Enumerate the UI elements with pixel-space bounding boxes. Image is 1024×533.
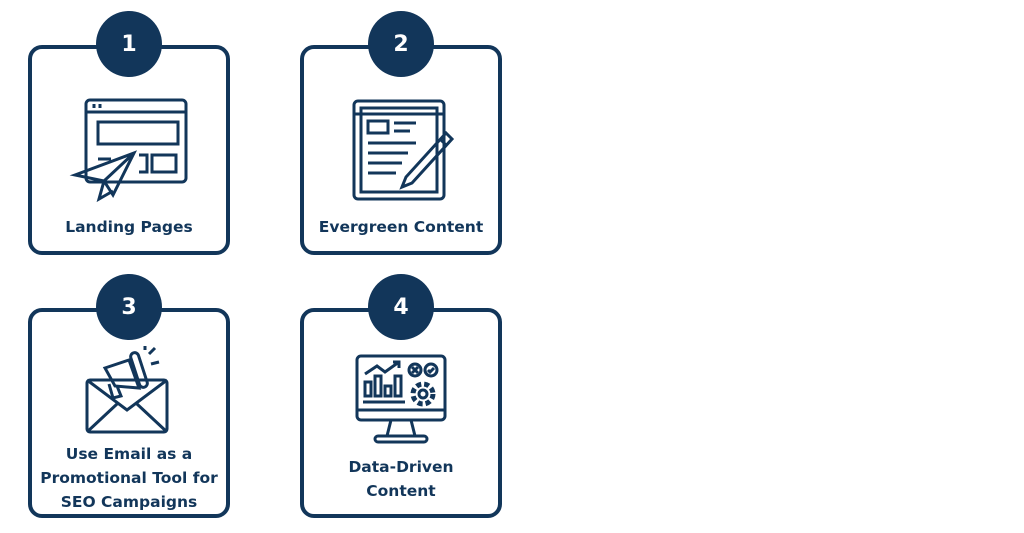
monitor-analytics-icon bbox=[355, 354, 447, 444]
label-line: Content bbox=[366, 482, 436, 500]
step-badge: 1 bbox=[96, 11, 162, 77]
card-evergreen-content: 2 Evergreen Content bbox=[300, 11, 502, 255]
step-badge: 3 bbox=[96, 274, 162, 340]
step-badge: 2 bbox=[368, 11, 434, 77]
document-pencil-icon bbox=[352, 99, 455, 201]
card-data-driven-content: 4 Data-Driven Content bbox=[300, 274, 502, 518]
label-line: Data-Driven bbox=[348, 458, 454, 476]
label-line: Use Email as a bbox=[65, 445, 193, 463]
step-badge: 4 bbox=[368, 274, 434, 340]
card-label: Use Email as a Promotional Tool for SEO … bbox=[32, 442, 226, 514]
card-label: Landing Pages bbox=[65, 218, 193, 236]
label-line: SEO Campaigns bbox=[60, 493, 198, 511]
landing-page-icon bbox=[69, 98, 188, 203]
email-megaphone-icon bbox=[85, 346, 169, 434]
card-landing-pages: 1 Landing Pages bbox=[28, 11, 230, 255]
card-email-promotion: 3 Use Email as a Promotional Tool for SE… bbox=[28, 274, 230, 518]
card-label: Data-Driven Content bbox=[304, 455, 498, 503]
label-line: Promotional Tool for bbox=[40, 469, 218, 487]
card-label: Evergreen Content bbox=[318, 218, 484, 236]
